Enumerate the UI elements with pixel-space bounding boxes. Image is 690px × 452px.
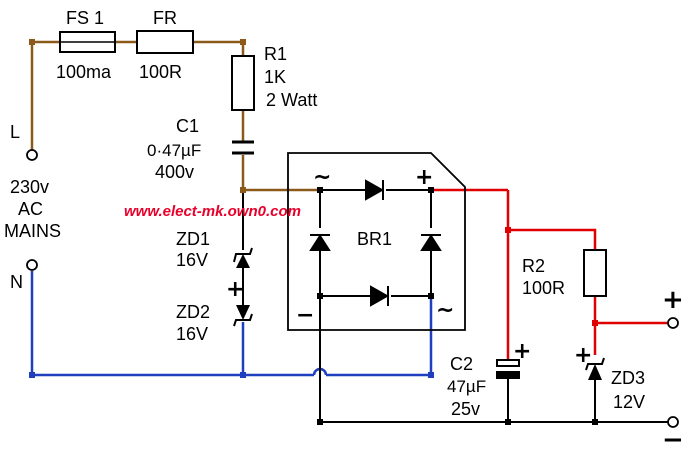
fs1-value: 100ma (56, 62, 112, 82)
c2-value: 47µF (447, 377, 486, 396)
fr-name: FR (153, 8, 177, 28)
r2-value: 100R (522, 278, 565, 298)
zd1-value: 16V (176, 250, 208, 270)
positive-wire-r2 (508, 228, 597, 250)
capacitor-c2 (496, 359, 520, 379)
zd1-name: ZD1 (176, 229, 210, 249)
c1-voltage: 400v (155, 162, 194, 182)
terminals (26, 149, 679, 428)
r1-value: 1K (264, 67, 286, 87)
bridge-diodes (309, 179, 442, 307)
fr-value: 100R (139, 62, 182, 82)
junction-dots (29, 39, 598, 425)
zd3-value: 12V (613, 392, 645, 412)
neutral-wire-left (30, 271, 243, 377)
bridge-outline (287, 152, 466, 331)
c2-voltage: 25v (451, 399, 480, 419)
bridge-minus: − (296, 303, 314, 328)
c2-plus: + (513, 339, 531, 364)
labels: FS 1 100ma FR 100R R1 1K 2 Watt C1 0·47µ… (4, 8, 684, 452)
watermark-text: www.elect-mk.own0.com (124, 203, 301, 220)
zener-zd2 (233, 305, 253, 327)
resistor-fr (136, 30, 194, 54)
terminal-l (26, 149, 38, 161)
line-n-label: N (10, 272, 23, 292)
output-plus: + (662, 285, 684, 315)
zd1-plus: + (226, 277, 244, 302)
terminal-n (26, 259, 38, 271)
resistor-r1 (231, 55, 255, 111)
bridge-ac-bottom: ~ (436, 298, 454, 323)
zd3-name: ZD3 (611, 368, 645, 388)
live-wire-top (30, 40, 60, 150)
br1-name: BR1 (357, 229, 392, 249)
c2-name: C2 (450, 354, 473, 374)
bridge-plus: + (415, 165, 433, 190)
mains-ac: AC (18, 199, 43, 219)
mains-voltage: 230v (10, 177, 49, 197)
line-l-label: L (10, 122, 20, 142)
resistor-r2 (583, 249, 607, 297)
terminal-out-negative (667, 416, 679, 428)
r2-name: R2 (522, 256, 545, 276)
positive-wire (431, 188, 668, 360)
zd2-value: 16V (176, 324, 208, 344)
zd3-plus: + (574, 343, 592, 368)
fuse-fs1 (59, 31, 116, 53)
neutral-wire (30, 271, 433, 377)
bridge-ac-top: ~ (313, 165, 331, 190)
fs1-name: FS 1 (66, 8, 104, 28)
zd2-name: ZD2 (176, 302, 210, 322)
mains-word: MAINS (4, 221, 61, 241)
black-wire (242, 152, 668, 423)
capacitor-c1 (232, 140, 254, 155)
output-minus: − (662, 425, 684, 452)
c1-name: C1 (176, 116, 199, 136)
zener-zd3 (585, 357, 605, 380)
r1-name: R1 (264, 44, 287, 64)
c1-value: 0·47µF (147, 141, 201, 160)
zener-zd1 (233, 247, 253, 268)
terminal-out-positive (667, 317, 679, 329)
r1-power: 2 Watt (266, 90, 317, 110)
